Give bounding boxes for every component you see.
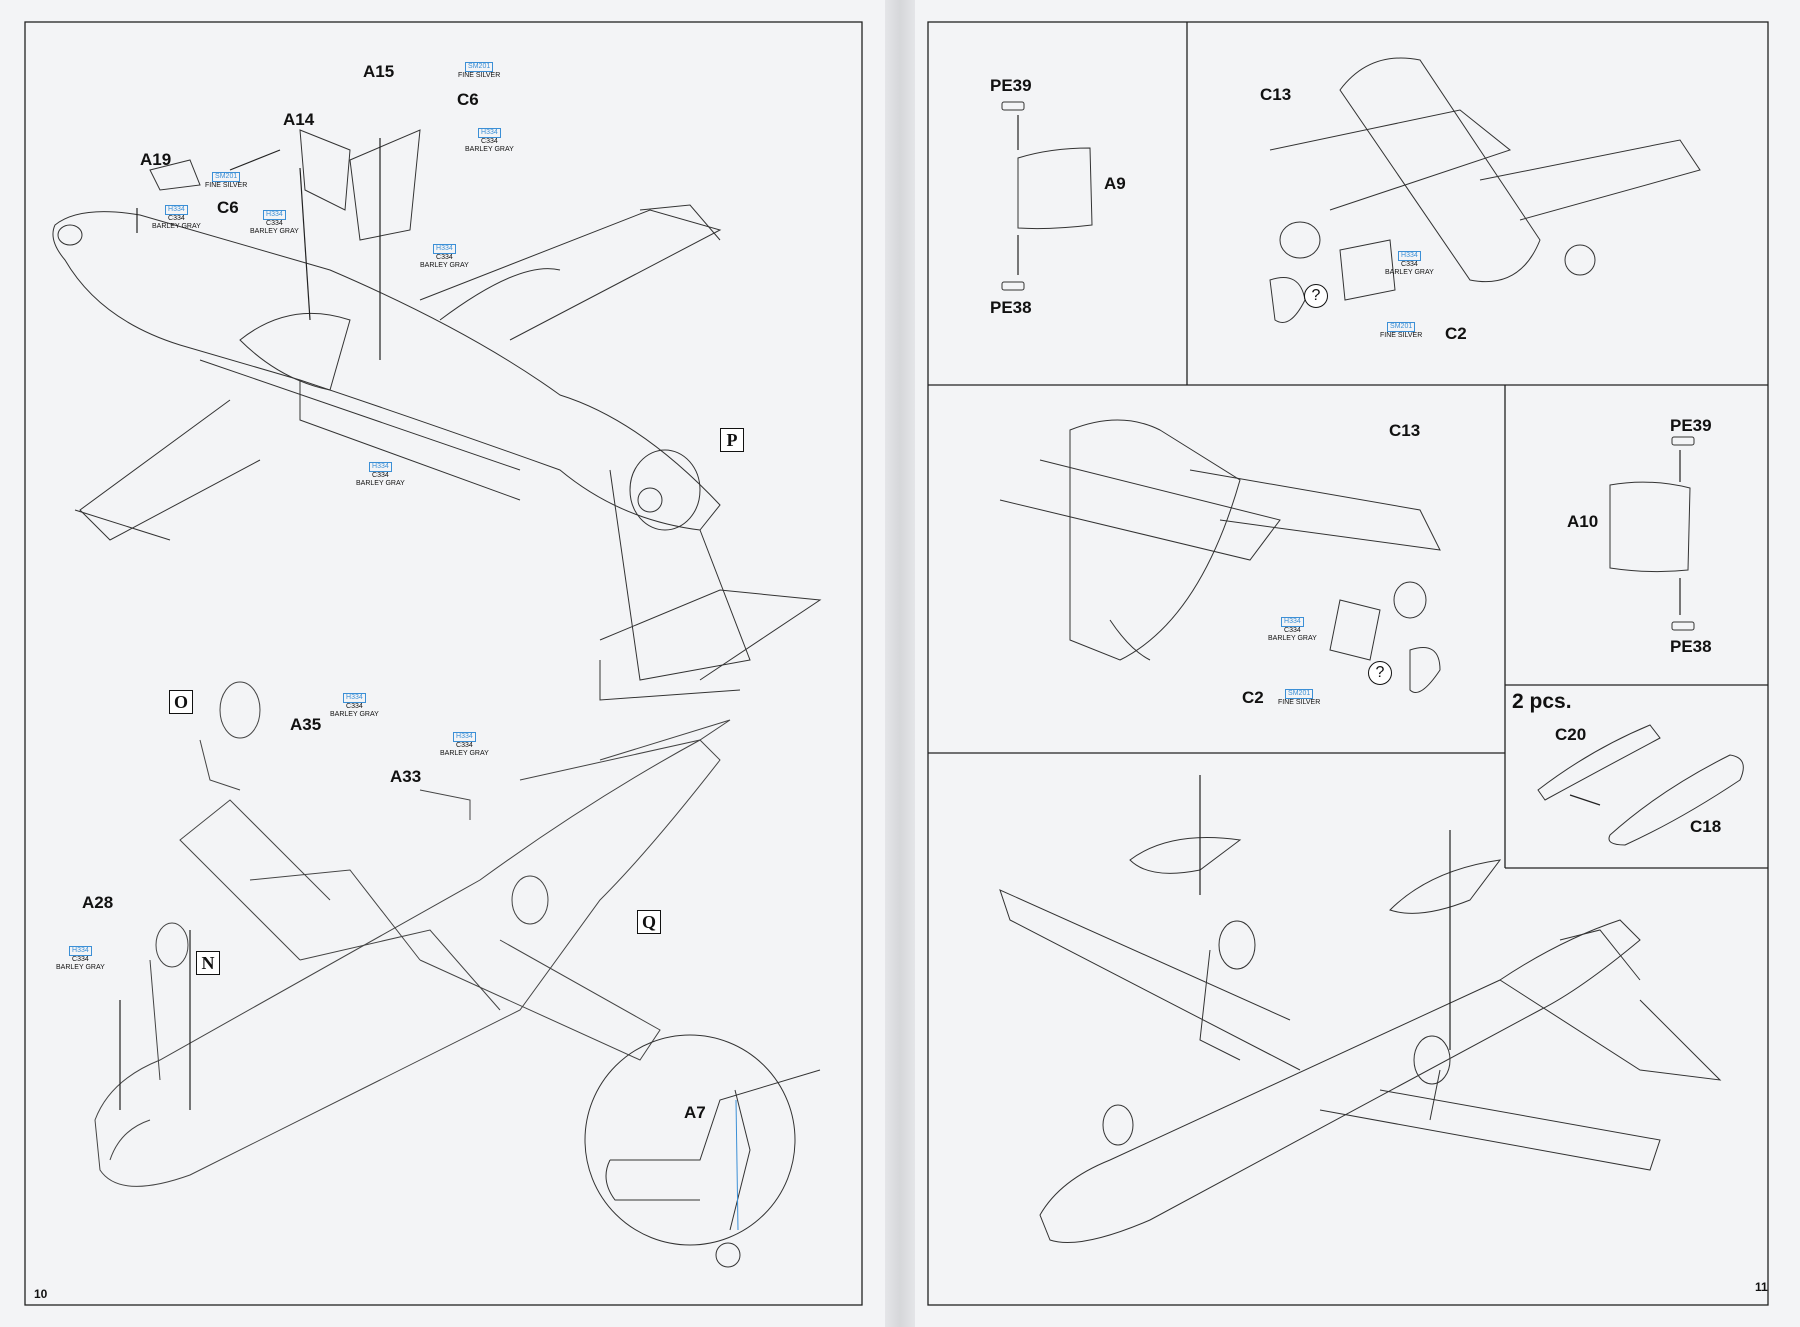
- paint-callout: H334 C334 BARLEY GRAY: [152, 205, 201, 230]
- book-gutter: [885, 0, 915, 1327]
- part-label-c13: C13: [1260, 85, 1292, 104]
- paint-callout: H334 C334 BARLEY GRAY: [1268, 617, 1317, 642]
- part-label-a19: A19: [140, 150, 172, 169]
- step-marker-n: N: [196, 951, 220, 975]
- paint-callout: H334 C334 BARLEY GRAY: [250, 210, 299, 235]
- part-label-pe38: PE38: [1670, 637, 1712, 656]
- part-label-c18: C18: [1690, 817, 1722, 836]
- paint-callout: SM201 FINE SILVER: [1380, 322, 1423, 339]
- part-label-a15: A15: [363, 62, 395, 81]
- part-label-pe38: PE38: [990, 298, 1032, 317]
- aircraft-finished-view: [999, 837, 1722, 1243]
- step-marker-o: O: [169, 690, 193, 714]
- paint-callout: SM201 FINE SILVER: [458, 62, 501, 79]
- left-page: [0, 0, 895, 1327]
- optional-part-marker: ?: [1304, 284, 1328, 308]
- right-page: [905, 0, 1800, 1327]
- part-label-a10: A10: [1567, 512, 1599, 531]
- paint-callout: H334 C334 BARLEY GRAY: [420, 244, 469, 269]
- right-page-frame: [927, 21, 1769, 1306]
- step-marker-q: Q: [637, 910, 661, 934]
- part-label-c6: C6: [457, 90, 479, 109]
- leader-lines: [119, 115, 1681, 1110]
- part-label-a28: A28: [82, 893, 114, 912]
- optional-part-marker: ?: [1368, 661, 1392, 685]
- part-label-a35: A35: [290, 715, 322, 734]
- part-label-pe39: PE39: [1670, 416, 1712, 435]
- part-label-c2: C2: [1445, 324, 1467, 343]
- paint-callout: H334 C334 BARLEY GRAY: [465, 128, 514, 153]
- paint-callout: H334 C334 BARLEY GRAY: [440, 732, 489, 757]
- paint-callout: H334 C334 BARLEY GRAY: [56, 946, 105, 971]
- inset-aircraft-middle: [999, 419, 1441, 693]
- paint-callout: H334 C334 BARLEY GRAY: [356, 462, 405, 487]
- paint-callout: H334 C334 BARLEY GRAY: [330, 693, 379, 718]
- part-label-a7: A7: [684, 1103, 706, 1122]
- page-number: 11: [1755, 1280, 1768, 1294]
- paint-callout: SM201 FINE SILVER: [1278, 689, 1321, 706]
- paint-callout: H334 C334 BARLEY GRAY: [1385, 251, 1434, 276]
- paint-callout: SM201 FINE SILVER: [205, 172, 248, 189]
- page-number: 10: [34, 1287, 48, 1301]
- left-page-frame: [24, 21, 863, 1306]
- step-marker-p: P: [720, 428, 744, 452]
- panel-a10-parts: [1609, 436, 1695, 631]
- part-label-pe39: PE39: [990, 76, 1032, 95]
- part-label-c13: C13: [1389, 421, 1421, 440]
- part-label-a9: A9: [1104, 174, 1126, 193]
- part-label-c6: C6: [217, 198, 239, 217]
- panel-a9-parts: [1001, 101, 1093, 291]
- detail-circle-a7: [584, 1034, 821, 1268]
- part-label-a14: A14: [283, 110, 315, 129]
- aircraft-top-view: [52, 129, 822, 701]
- aircraft-underside-view: [94, 681, 731, 1187]
- part-label-c20: C20: [1555, 725, 1587, 744]
- part-label-a33: A33: [390, 767, 422, 786]
- quantity-note: 2 pcs.: [1512, 690, 1572, 713]
- fuel-tank-parts: [1537, 724, 1744, 846]
- part-label-c2: C2: [1242, 688, 1264, 707]
- inset-aircraft-top: [1269, 57, 1701, 323]
